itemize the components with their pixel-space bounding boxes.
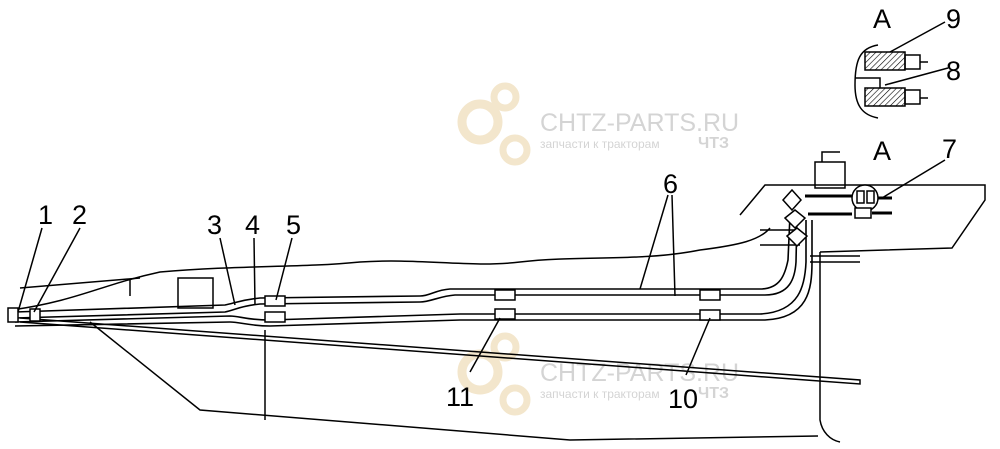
clamp (264, 311, 286, 323)
callout-4: 4 (245, 210, 260, 240)
callout-2: 2 (72, 200, 87, 230)
fitting-part (854, 207, 872, 219)
callout-8: 8 (946, 56, 961, 86)
clamp (699, 289, 721, 301)
end-fitting (7, 307, 19, 323)
view-label-a-main: A (873, 136, 891, 166)
callout-10: 10 (668, 384, 698, 414)
gear-icon (499, 384, 531, 416)
connector (781, 188, 809, 248)
fitting-part (866, 190, 875, 204)
watermark-brand: ЧТЗ (698, 385, 729, 402)
leader-lines (17, 21, 949, 376)
callout-1: 1 (38, 200, 53, 230)
pipe-lines (14, 214, 813, 327)
pipe-clamps (7, 184, 879, 323)
watermark-tagline: запчасти к тракторам (540, 137, 660, 151)
callout-6: 6 (663, 169, 678, 199)
detail-view-a (854, 44, 928, 119)
callout-5: 5 (286, 210, 301, 240)
view-label-a-detail: A (873, 4, 891, 34)
gear-icon (490, 82, 520, 112)
watermark-site: CHTZ-PARTS.RU (540, 109, 739, 137)
frame-outline (11, 151, 986, 443)
callout-9: 9 (946, 4, 961, 34)
gear-icon (457, 99, 503, 145)
callout-11: 11 (446, 382, 474, 412)
watermark-top: CHTZ-PARTS.RU запчасти к тракторам ЧТЗ (457, 82, 739, 166)
clamp (494, 308, 516, 320)
clamp (699, 309, 721, 321)
watermark-tagline: запчасти к тракторам (540, 387, 660, 401)
fitting-rods (805, 194, 892, 216)
clamp (264, 295, 286, 307)
gear-icon (499, 134, 531, 166)
callout-3: 3 (207, 210, 222, 240)
clamp (494, 289, 516, 301)
fitting-part (856, 190, 865, 204)
watermark-brand: ЧТЗ (698, 135, 729, 152)
callout-7: 7 (942, 134, 957, 164)
